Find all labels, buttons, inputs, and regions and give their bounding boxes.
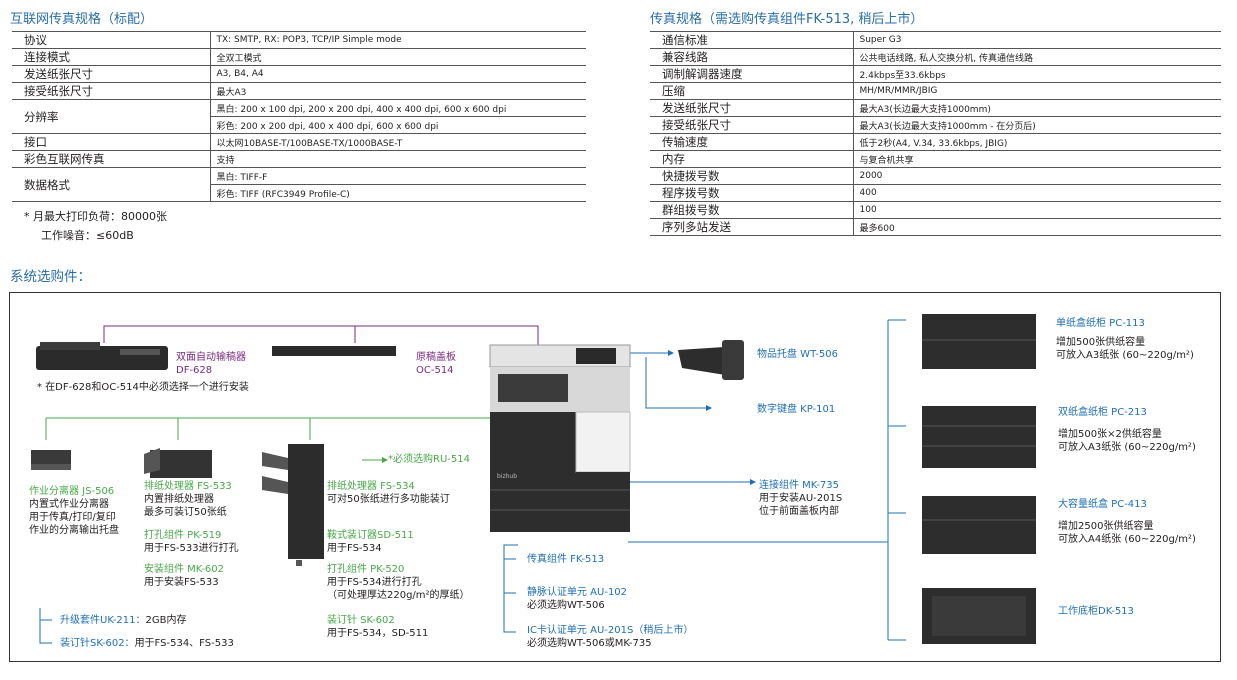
oc514-image bbox=[272, 346, 396, 356]
mfp-image bbox=[489, 344, 631, 532]
wt506-label: 物品托盘 WT-506 bbox=[757, 349, 838, 360]
spec-key: 兼容线路 bbox=[650, 48, 853, 66]
table-row: 彩色: TIFF (RFC3949 Profile-C) bbox=[12, 184, 586, 202]
df628-image bbox=[36, 342, 168, 370]
pc213-image bbox=[922, 406, 1036, 468]
note-line: 工作噪音：≤60dB bbox=[41, 229, 134, 242]
mk602-label: 安装组件 MK-602 用于安装FS-533 bbox=[144, 564, 225, 588]
pc413-image bbox=[922, 496, 1036, 554]
spec-key: 发送纸张尺寸 bbox=[650, 99, 853, 117]
right-spec-title: 传真规格（需选购传真组件FK-513, 稍后上市） bbox=[650, 12, 924, 27]
table-row: 传输速度低于2秒(A4, V.34, 33.6kbps, JBIG) bbox=[650, 133, 1221, 151]
table-row: 内存与复合机共享 bbox=[650, 150, 1221, 168]
table-row: 发送纸张尺寸最大A3(长边最大支持1000mm) bbox=[650, 99, 1221, 117]
au201s-label: IC卡认证单元 AU-201S（稍后上市） 必须选购WT-506或MK-735 bbox=[527, 625, 694, 649]
table-row: 序列多站发送最多600 bbox=[650, 218, 1221, 236]
sd511-label: 鞍式装订器SD-511 用于FS-534 bbox=[327, 530, 414, 554]
printer-model-label: bizhub bbox=[497, 473, 518, 480]
table-row: 接受纸张尺寸最大A3 bbox=[12, 82, 586, 100]
spec-key: 序列多站发送 bbox=[650, 218, 853, 236]
oc514-label: 原稿盖板 OC-514 bbox=[416, 352, 456, 376]
spec-notes: * 月最大打印负荷：80000张 工作噪音：≤60dB bbox=[24, 207, 167, 245]
fs533-label: 排纸处理器 FS-533 内置排纸处理器 最多可装订50张纸 bbox=[144, 481, 232, 518]
df628-label: 双面自动输稿器 DF-628 bbox=[176, 352, 246, 376]
left-spec-title: 互联网传真规格（标配） bbox=[10, 12, 154, 27]
options-panel bbox=[9, 292, 1221, 662]
sk602-label: 装订针 SK-602 用于FS-534，SD-511 bbox=[327, 615, 429, 639]
fs534-label: 排纸处理器 FS-534 可对50张纸进行多功能装订 bbox=[327, 481, 450, 505]
note-line: * 月最大打印负荷：80000张 bbox=[24, 210, 167, 223]
pc113-label: 单纸盒纸柜 PC-113 增加500张供纸容量 可放入A3纸张 (60~220g… bbox=[1056, 318, 1194, 361]
fs534-image bbox=[262, 444, 324, 566]
js506-label: 作业分离器 JS-506 内置式作业分离器 用于传真/打印/复印 作业的分离输出… bbox=[29, 486, 119, 536]
fk513-label: 传真组件 FK-513 bbox=[527, 554, 605, 565]
pc113-image bbox=[922, 314, 1036, 369]
spec-key: 数据格式 bbox=[12, 167, 210, 202]
wt506-image bbox=[678, 340, 744, 380]
mk735-label: 连接组件 MK-735 用于安装AU-201S 位于前面盖板内部 bbox=[759, 480, 843, 517]
au102-label: 静脉认证单元 AU-102 必须选购WT-506 bbox=[527, 587, 628, 611]
dk513-label: 工作底柜DK-513 bbox=[1058, 606, 1134, 617]
js506-image bbox=[31, 450, 71, 470]
options-title: 系统选购件： bbox=[10, 269, 91, 285]
pc413-label: 大容量纸盒 PC-413 增加2500张供纸容量 可放入A4纸张 (60~220… bbox=[1058, 499, 1196, 545]
table-row: 彩色互联网传真支持 bbox=[12, 150, 586, 168]
spec-key: 彩色互联网传真 bbox=[12, 150, 210, 168]
pk520-label: 打孔组件 PK-520 用于FS-534进行打孔 （可处理厚达220g/m²的厚… bbox=[327, 564, 470, 601]
spec-key: 快捷拨号数 bbox=[650, 167, 853, 185]
uk211-label: 升级套件UK-211：2GB内存 bbox=[60, 615, 187, 626]
dk513-image bbox=[922, 588, 1036, 644]
spec-key: 接口 bbox=[12, 133, 210, 151]
spec-value: 彩色: TIFF (RFC3949 Profile-C) bbox=[209, 184, 586, 202]
spec-key: 连接模式 bbox=[12, 48, 210, 66]
spec-value: 最多600 bbox=[852, 218, 1221, 236]
sk602b-label: 装订针SK-602：用于FS-534、FS-533 bbox=[60, 638, 234, 649]
table-row: 接口以太网10BASE-T/100BASE-TX/1000BASE-T bbox=[12, 133, 586, 151]
df-note: * 在DF-628和OC-514中必须选择一个进行安装 bbox=[37, 382, 249, 393]
kp101-label: 数字键盘 KP-101 bbox=[757, 404, 836, 415]
table-row: 数据格式黑白: TIFF-F bbox=[12, 167, 586, 202]
fs533-image bbox=[144, 448, 212, 478]
ru514-label: *必须选购RU-514 bbox=[388, 454, 470, 465]
pk519-label: 打孔组件 PK-519 用于FS-533进行打孔 bbox=[144, 530, 239, 554]
pc213-label: 双纸盒纸柜 PC-213 增加500张×2供纸容量 可放入A3纸张 (60~22… bbox=[1058, 407, 1196, 453]
